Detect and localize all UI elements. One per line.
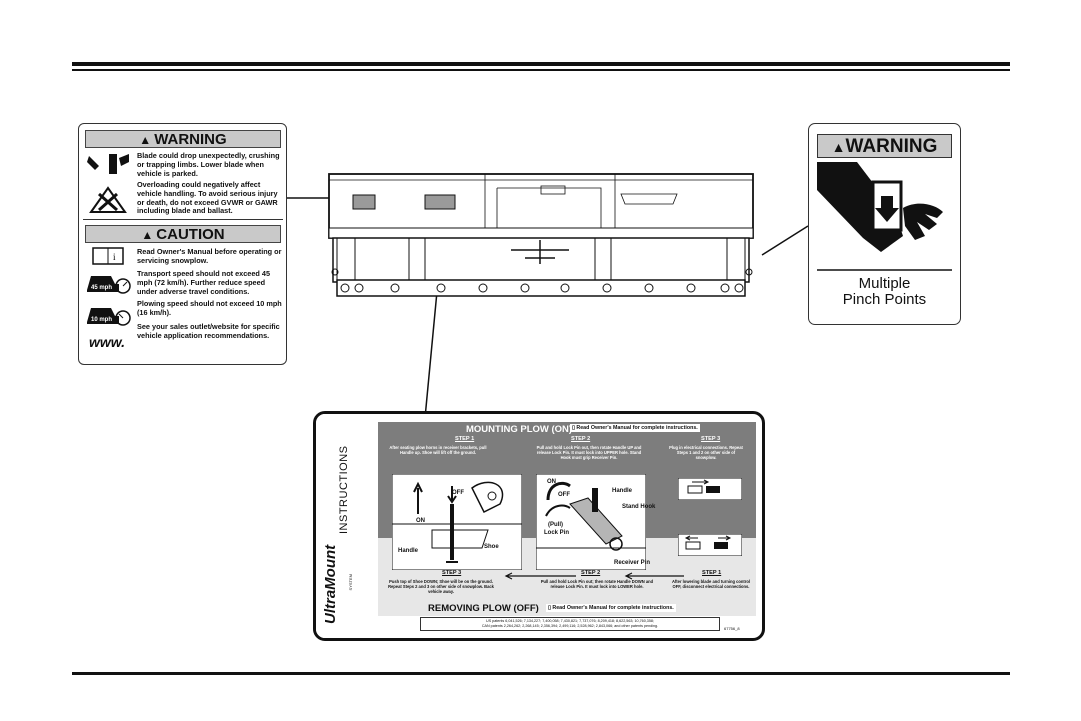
instructions-side-panel: INSTRUCTIONS UltraMount SYSTEM <box>316 414 376 638</box>
label-on-1: ON <box>416 518 425 524</box>
label-shoe: Shoe <box>484 544 499 550</box>
label-lock-pin: Lock Pin <box>544 530 570 536</box>
mounting-title: MOUNTING PLOW (ON) <box>466 424 573 435</box>
pinch-point-decal: ▲WARNING Multiple Pinch Points <box>808 123 961 325</box>
label-handle-2: Handle <box>612 488 633 494</box>
on-step-3-text: Plug in electrical connections. Repeat S… <box>669 445 743 460</box>
part-number: 67756_8 <box>724 626 740 631</box>
pinch-warning-header: ▲WARNING <box>817 134 952 158</box>
on-step-3-label: STEP 3 <box>701 436 721 442</box>
removal-arrows <box>504 572 684 580</box>
warning-text-1: Blade could drop unexpectedly, crushing … <box>137 151 280 178</box>
warning-triangle-icon: ▲ <box>139 133 152 147</box>
caution-text-1: Read Owner's Manual before operating or … <box>137 247 282 265</box>
snowplow-blade-drawing <box>328 173 754 297</box>
caution-text-4: See your sales outlet/website for specif… <box>137 322 280 340</box>
label-pull: (Pull) <box>548 522 563 528</box>
off-step-3-text: Push top of Shoe DOWN; Shoe will be on t… <box>388 579 494 594</box>
plug-disconnect-icon <box>678 534 742 556</box>
label-off-2: OFF <box>558 492 570 498</box>
on-step-1-text: After seating plow horns in receiver bra… <box>389 445 487 455</box>
caution-header: ▲CAUTION <box>85 225 281 243</box>
mounting-note: ▯ Read Owner's Manual for complete instr… <box>570 424 700 432</box>
removing-title: REMOVING PLOW (OFF) <box>428 603 539 614</box>
plowing-speed-icon: 10 mph <box>87 308 131 326</box>
pinch-hand-icon <box>817 162 952 271</box>
label-off-1: OFF <box>452 490 464 496</box>
manual-icon: ▯ <box>548 605 551 611</box>
www-icon: www. <box>89 334 126 350</box>
off-step-1-label: STEP 1 <box>702 570 722 576</box>
svg-text:10 mph: 10 mph <box>91 317 112 323</box>
off-step-3-label: STEP 3 <box>442 570 462 576</box>
on-step-2-label: STEP 2 <box>571 436 591 442</box>
step-2-illustration <box>536 474 646 570</box>
label-on-2: ON <box>547 479 556 485</box>
plug-connect-icon <box>678 478 742 500</box>
removing-note: ▯ Read Owner's Manual for complete instr… <box>546 604 676 612</box>
ultramount-instructions-decal: INSTRUCTIONS UltraMount SYSTEM MOUNTING … <box>313 411 765 641</box>
warning-header: ▲WARNING <box>85 130 281 148</box>
on-step-2-text: Pull and hold Lock Pin out, then rotate … <box>536 445 642 460</box>
svg-text:i: i <box>113 252 116 262</box>
step-1-illustration <box>392 474 522 570</box>
off-step-2-label: STEP 2 <box>581 570 601 576</box>
caution-triangle-icon: ▲ <box>141 228 154 242</box>
caution-text-3: Plowing speed should not exceed 10 mph (… <box>137 299 282 317</box>
caution-text-2: Transport speed should not exceed 45 mph… <box>137 269 271 296</box>
on-step-1-label: STEP 1 <box>455 436 475 442</box>
warning-triangle-icon: ▲ <box>831 139 846 155</box>
pinch-points-text: Multiple Pinch Points <box>842 275 927 308</box>
manual-icon: i <box>92 247 124 265</box>
svg-text:45 mph: 45 mph <box>91 285 112 291</box>
warning-text-2: Overloading could negatively affect vehi… <box>137 180 278 216</box>
manual-icon: ▯ <box>572 425 575 431</box>
top-rule-thin <box>72 69 1010 71</box>
ultramount-logo-system: SYSTEM <box>348 574 353 591</box>
transport-speed-icon: 45 mph <box>87 276 131 294</box>
patents-box: US patents 6,041,526; 7,134,227; 7,400,0… <box>420 617 720 631</box>
ultramount-logo: UltraMount <box>322 544 339 624</box>
top-rule <box>72 62 1010 66</box>
off-step-1-text: After lowering blade and turning control… <box>671 579 750 589</box>
crush-hazard-icon <box>87 154 129 174</box>
label-receiver-pin: Receiver Pin <box>614 560 651 566</box>
instructions-side-title: INSTRUCTIONS <box>338 445 350 535</box>
label-stand-hook: Stand Hook <box>622 504 656 510</box>
bottom-rule <box>72 672 1010 675</box>
off-step-2-text: Pull and hold Lock Pin out; then rotate … <box>540 579 654 589</box>
overload-hazard-icon <box>89 186 127 213</box>
label-handle-1: Handle <box>398 548 419 554</box>
warning-caution-decal: ▲WARNING Blade could drop unexpectedly, … <box>78 123 287 365</box>
